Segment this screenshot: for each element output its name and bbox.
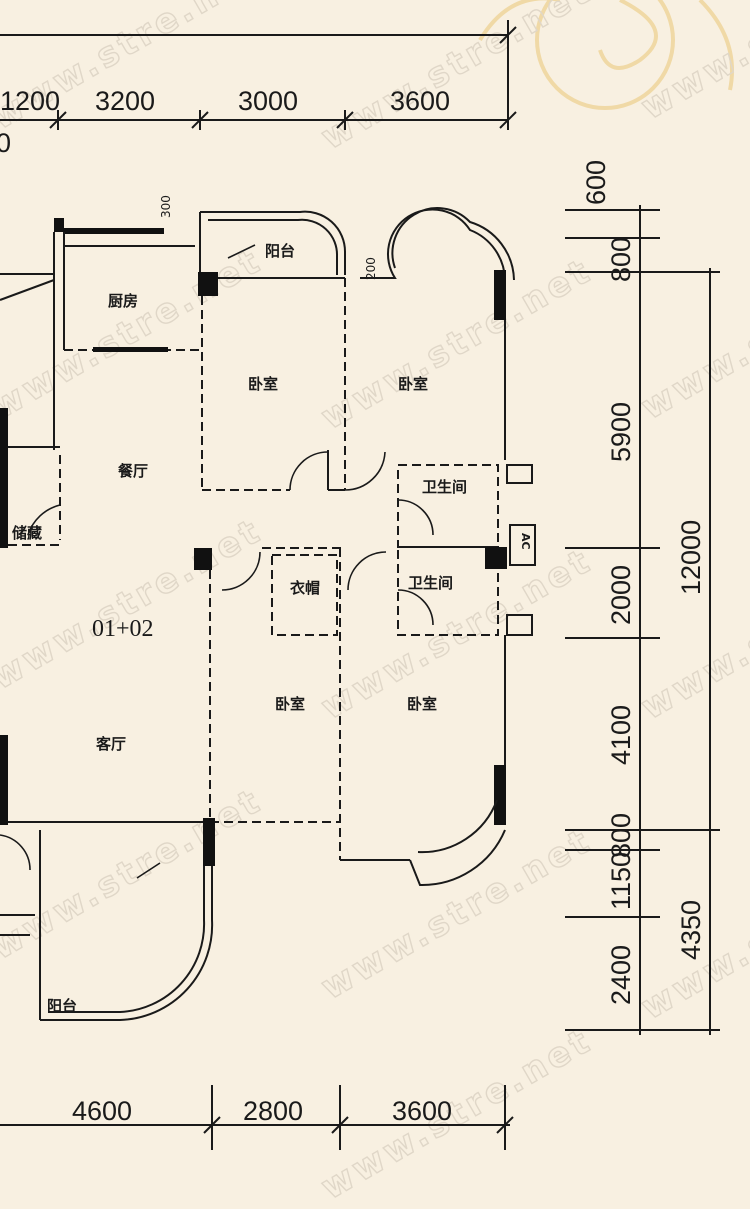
room-label-kitchen: 厨房 <box>108 292 138 310</box>
dim-right-4350: 4350 <box>676 900 706 960</box>
watermark-text: www.stre.net <box>315 820 600 1008</box>
ac-label: AC <box>519 533 532 550</box>
room-label-bedroom-3: 卧室 <box>275 695 305 713</box>
dim-right-2400: 2400 <box>606 945 636 1005</box>
room-label-bathroom-1: 卫生间 <box>422 478 467 496</box>
dim-top-2: 3200 <box>95 86 155 116</box>
dim-right-600: 600 <box>581 160 611 205</box>
dim-inline-300: 300 <box>159 195 173 218</box>
dim-top-4: 3600 <box>390 86 450 116</box>
room-label-bathroom-2: 卫生间 <box>408 574 453 592</box>
dim-top-partial: 0 <box>0 128 11 158</box>
room-label-bedroom-4: 卧室 <box>407 695 437 713</box>
dim-right-5900: 5900 <box>606 402 636 462</box>
dim-top-1: 1200 <box>0 86 60 116</box>
room-label-bedroom-1: 卧室 <box>248 375 278 393</box>
dim-inline-200: 200 <box>364 257 378 280</box>
room-label-storage: 储藏 <box>12 524 42 542</box>
room-label-balcony-bottom: 阳台 <box>47 997 77 1015</box>
dim-right-12000: 12000 <box>676 520 706 595</box>
room-label-closet: 衣帽 <box>290 579 320 597</box>
top-dimension-lines <box>0 20 517 130</box>
watermark-text: www.stre.net <box>635 0 750 128</box>
watermark-text: www.stre.net <box>635 240 750 428</box>
room-label-bedroom-2: 卧室 <box>398 375 428 393</box>
dim-bottom-3: 3600 <box>392 1096 452 1126</box>
watermark-text: www.stre.net <box>0 240 269 428</box>
dim-bottom-1: 4600 <box>72 1096 132 1126</box>
room-label-dining: 餐厅 <box>118 462 148 480</box>
dim-right-800b: 800 <box>606 813 636 858</box>
watermark-text: www.stre.net <box>315 250 600 438</box>
dim-top-3: 3000 <box>238 86 298 116</box>
watermark-text: www.stre.net <box>315 1020 600 1208</box>
room-label-living: 客厅 <box>95 735 126 753</box>
right-dimension-lines <box>565 205 720 1035</box>
bottom-dimension-lines <box>0 1085 514 1150</box>
room-label-balcony-top: 阳台 <box>265 242 295 260</box>
dim-bottom-2: 2800 <box>243 1096 303 1126</box>
unit-label: 01+02 <box>92 616 154 642</box>
dim-right-800: 800 <box>606 237 636 282</box>
ornament-swirl <box>478 0 734 110</box>
dim-right-2000: 2000 <box>606 565 636 625</box>
dim-right-4100: 4100 <box>606 705 636 765</box>
watermark-text: www.stre.net <box>0 0 269 138</box>
walls <box>0 207 536 1021</box>
watermark-text: www.stre.net <box>315 0 600 158</box>
dim-right-1150: 1150 <box>606 852 636 910</box>
